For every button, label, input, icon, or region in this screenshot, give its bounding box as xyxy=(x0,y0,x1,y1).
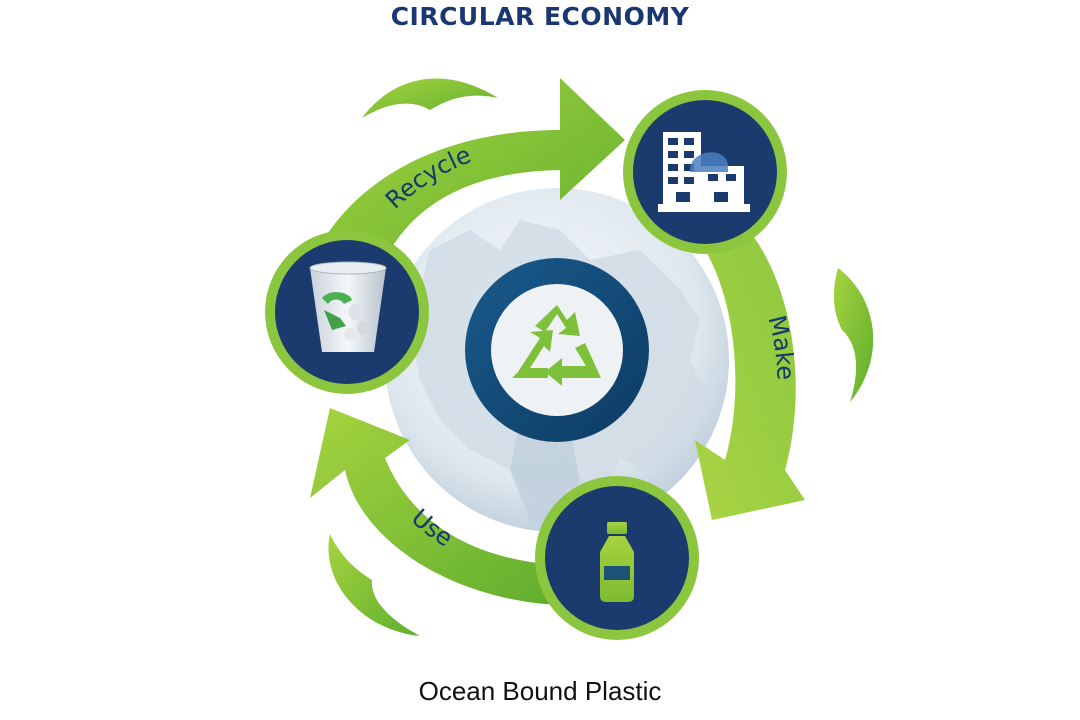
center-recycle-badge xyxy=(465,258,649,442)
trash-bin-icon xyxy=(309,261,387,352)
leaf-decoration-icon xyxy=(328,78,874,636)
diagram-caption: Ocean Bound Plastic xyxy=(418,676,662,706)
stage-node-make xyxy=(623,90,787,254)
factory-building-icon xyxy=(658,132,750,212)
stage-node-use xyxy=(535,476,699,640)
stage-node-recycle xyxy=(265,230,429,394)
diagram-title: CIRCULAR ECONOMY xyxy=(390,2,690,31)
plastic-bottle-icon xyxy=(600,522,634,602)
recycle-triangle-icon xyxy=(512,305,601,386)
